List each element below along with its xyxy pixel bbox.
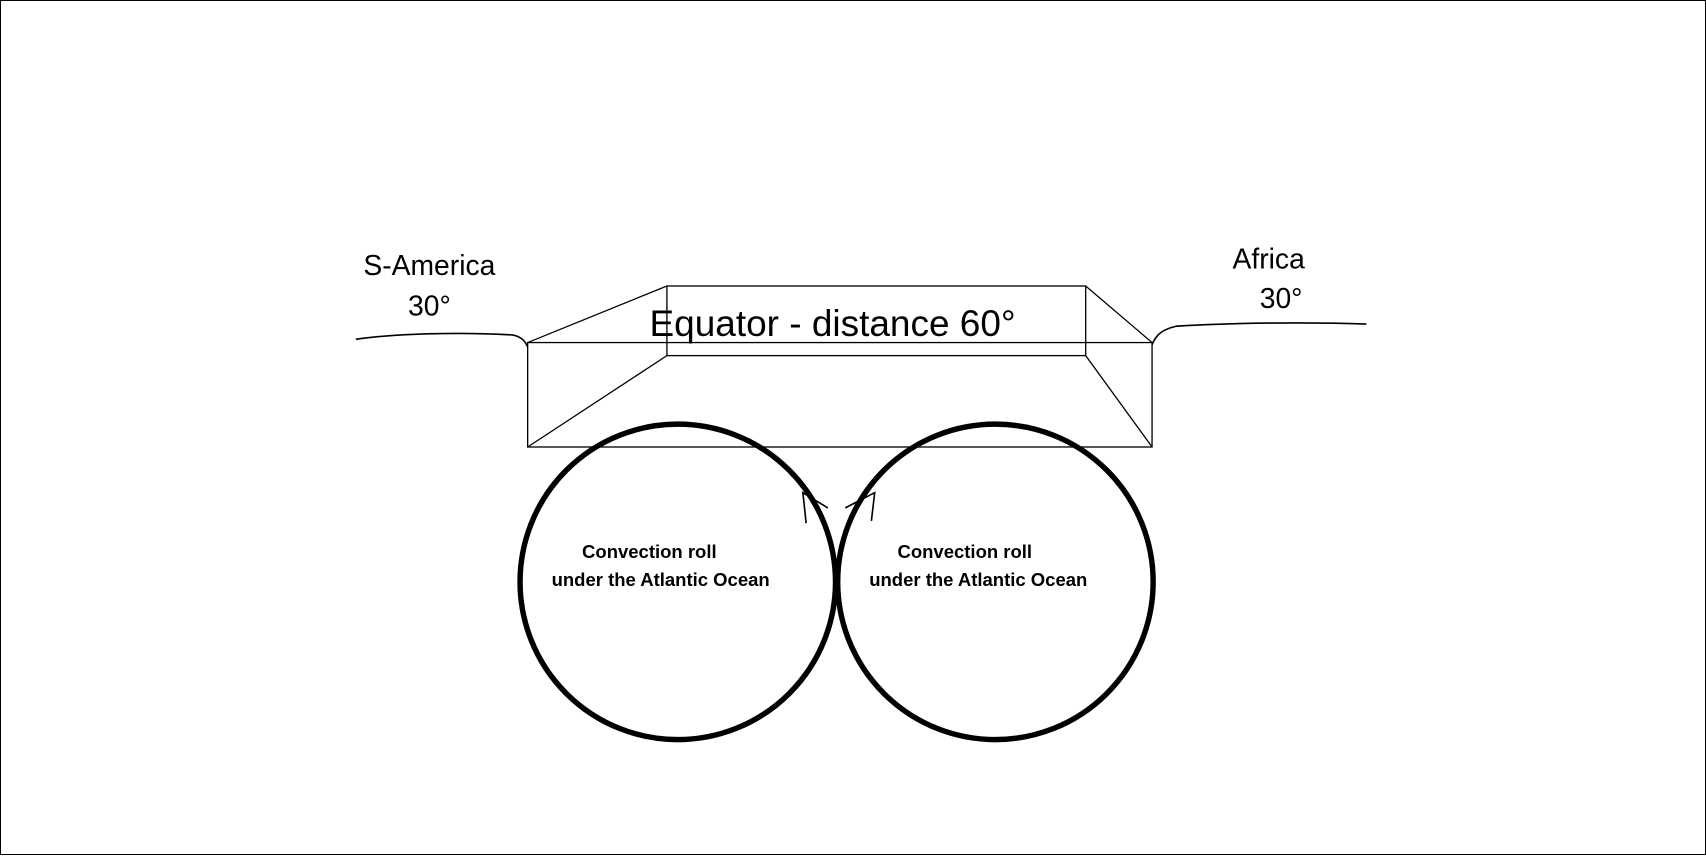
left-roll-label-line2: under the Atlantic Ocean: [552, 569, 770, 590]
south-america-coastline: [355, 332, 529, 348]
africa-coastline: [1151, 322, 1367, 346]
africa-label: Africa: [1233, 243, 1306, 275]
right-roll-label-line2: under the Atlantic Ocean: [869, 569, 1087, 590]
equator-label: Equator - distance 60°: [649, 303, 1015, 344]
right-roll-label-line1: Convection roll: [898, 541, 1033, 562]
left-roll-label-line1: Convection roll: [582, 541, 717, 562]
south-america-latitude: 30°: [408, 289, 451, 321]
upwelling-arrow-icons: [801, 491, 876, 524]
right-convection-roll: [834, 421, 1156, 743]
africa-latitude: 30°: [1260, 282, 1303, 314]
ocean-slab-box: [527, 285, 1153, 448]
south-america-label: S-America: [363, 249, 495, 281]
